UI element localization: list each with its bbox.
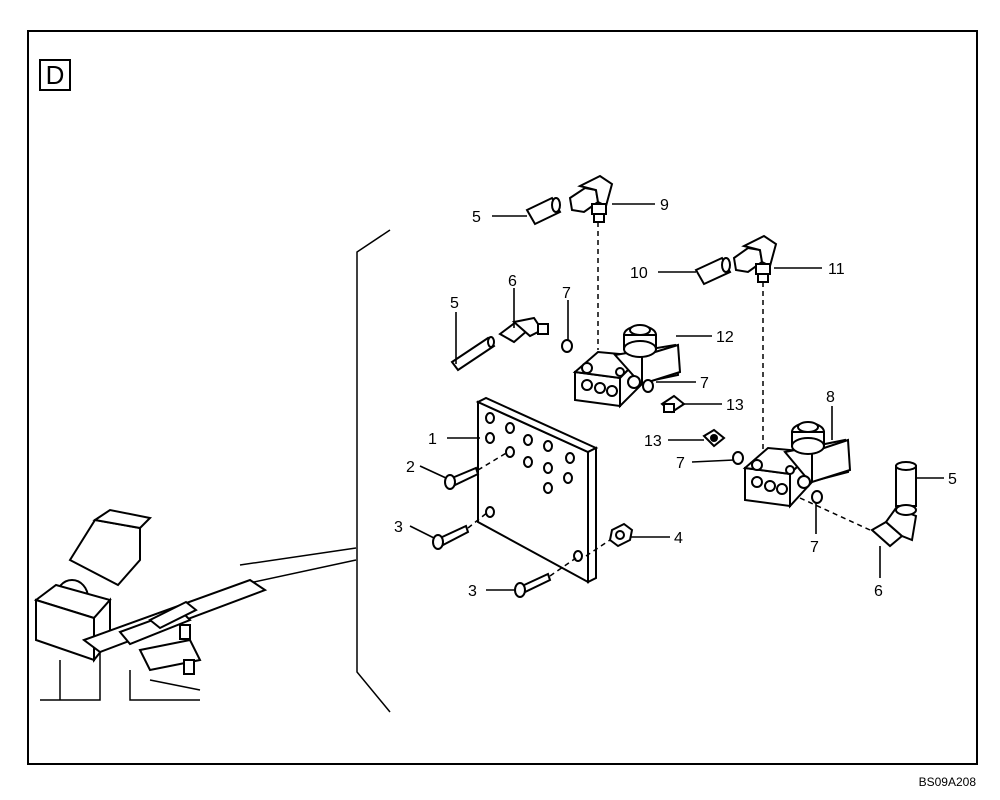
bolt-3-upper <box>432 511 489 550</box>
machine-context <box>33 508 268 701</box>
callout-9: 9 <box>660 197 669 214</box>
callout-13: 13 <box>644 433 662 450</box>
callout-3: 3 <box>468 583 477 600</box>
callout-7: 7 <box>810 539 819 556</box>
bolt-3-lower <box>514 557 577 598</box>
callout-5: 5 <box>472 209 481 226</box>
plug-13-lower <box>702 428 726 448</box>
tube-10 <box>694 256 732 286</box>
o-ring-7-d <box>811 490 823 504</box>
callout-12: 12 <box>716 329 734 346</box>
detail-break-line <box>356 229 391 713</box>
bolt-2 <box>444 451 509 490</box>
callout-7: 7 <box>700 375 709 392</box>
callout-7: 7 <box>676 455 685 472</box>
tube-5-right <box>895 461 917 507</box>
callout-11: 11 <box>828 261 845 278</box>
callout-5: 5 <box>948 471 957 488</box>
mounting-plate <box>475 396 599 584</box>
plug-13-upper <box>660 394 686 414</box>
solenoid-valve-12 <box>572 324 682 409</box>
elbow-fitting-6-right <box>799 497 918 548</box>
callout-3: 3 <box>394 519 403 536</box>
callout-8: 8 <box>826 389 835 406</box>
callout-6: 6 <box>874 583 883 600</box>
leader-lines <box>409 203 944 591</box>
section-label: D <box>39 59 71 91</box>
elbow-fitting-11 <box>732 234 778 450</box>
section-letter: D <box>46 60 65 90</box>
solenoid-valve-8 <box>742 421 852 509</box>
o-ring-7-c <box>732 451 744 465</box>
o-ring-7-a <box>561 339 573 353</box>
elbow-fitting-6-left <box>498 316 549 344</box>
callout-4: 4 <box>674 530 683 547</box>
callout-2: 2 <box>406 459 415 476</box>
callout-1: 1 <box>428 431 437 448</box>
nut-4 <box>585 522 634 557</box>
callout-labels: 5 9 10 11 5 6 7 12 7 13 1 2 3 4 3 13 7 8… <box>394 197 957 600</box>
callout-7: 7 <box>562 285 571 302</box>
detail-pointer-lines <box>239 547 357 586</box>
o-ring-7-b <box>642 379 654 393</box>
callout-10: 10 <box>630 265 648 282</box>
diagram-frame <box>27 30 978 765</box>
tube-5-upper <box>525 196 562 226</box>
tube-5-left <box>450 336 496 372</box>
reference-code: BS09A208 <box>919 775 977 789</box>
callout-5: 5 <box>450 295 459 312</box>
elbow-fitting-9 <box>568 174 614 350</box>
callout-13: 13 <box>726 397 744 414</box>
callout-6: 6 <box>508 273 517 290</box>
